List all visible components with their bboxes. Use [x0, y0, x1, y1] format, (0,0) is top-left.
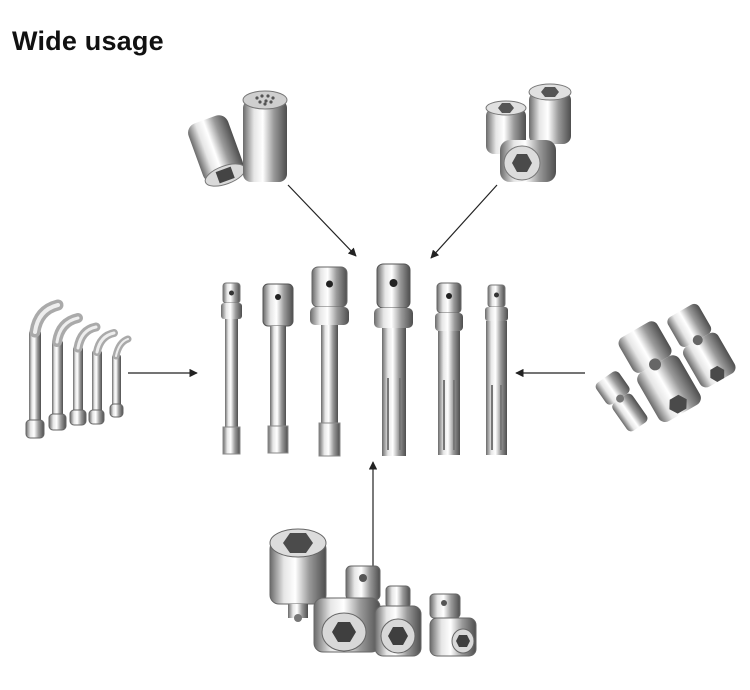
adapter-5 [435, 282, 463, 455]
universal-joints-group [595, 303, 736, 432]
adapter-2 [262, 283, 294, 454]
arrow-top-right [430, 184, 498, 259]
page-title: Wide usage [12, 26, 164, 56]
arrows [128, 184, 585, 570]
adapter-1 [221, 282, 242, 455]
socket-adapters-group [269, 528, 477, 657]
adapter-4 [374, 263, 413, 456]
arrow-top-left [287, 184, 357, 257]
universal-socket-group [188, 90, 288, 187]
hex-sockets-group [485, 83, 572, 182]
adapter-6 [485, 284, 508, 455]
drill-socket-adapters [221, 263, 508, 457]
l-socket-wrenches-group [25, 299, 132, 439]
adapter-3 [310, 266, 349, 457]
